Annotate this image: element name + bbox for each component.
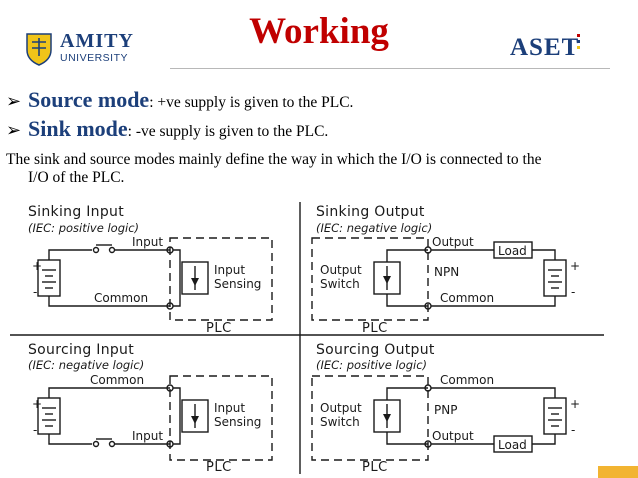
svg-text:-: - — [571, 423, 575, 437]
svg-text:Sensing: Sensing — [214, 415, 261, 429]
header-divider — [170, 68, 610, 69]
bullet-sink-mode: ➢ Sink mode: -ve supply is given to the P… — [6, 116, 328, 142]
svg-text:-: - — [33, 285, 37, 299]
arrow-bullet-icon: ➢ — [6, 120, 22, 141]
svg-text:PLC: PLC — [206, 460, 232, 475]
aset-decoration-icon — [577, 34, 580, 49]
body-paragraph: The sink and source modes mainly define … — [6, 151, 632, 187]
panel-subtitle: (IEC: negative logic) — [316, 221, 432, 235]
sink-source-diagram: Sinking Input (IEC: positive logic) + - … — [10, 202, 604, 475]
bullet-description: : +ve supply is given to the PLC. — [149, 94, 354, 111]
battery-icon: + - — [32, 259, 61, 299]
svg-text:Input: Input — [214, 263, 245, 277]
svg-text:+: + — [32, 397, 42, 411]
svg-text:Common: Common — [440, 373, 494, 387]
svg-text:Output: Output — [320, 401, 362, 415]
university-crest-icon — [26, 33, 52, 66]
bullet-source-mode: ➢ Source mode: +ve supply is given to the… — [6, 87, 353, 113]
panel-title: Sinking Output — [316, 204, 425, 220]
svg-text:Input: Input — [132, 429, 163, 443]
svg-text:Switch: Switch — [320, 277, 360, 291]
svg-text:NPN: NPN — [434, 265, 459, 279]
svg-text:Output: Output — [432, 235, 474, 249]
bullet-term: Sink mode — [28, 116, 128, 141]
battery-icon: + - — [543, 259, 580, 299]
arrow-bullet-icon: ➢ — [6, 91, 22, 112]
logo-name: AMITY — [60, 30, 134, 52]
aset-brand: ASET — [510, 34, 580, 61]
panel-sinking-output: Sinking Output (IEC: negative logic) Out… — [311, 204, 580, 336]
battery-icon: + - — [32, 397, 61, 437]
svg-text:-: - — [571, 285, 575, 299]
slide-title: Working — [249, 11, 389, 52]
panel-subtitle: (IEC: positive logic) — [28, 221, 139, 235]
svg-text:Input: Input — [132, 235, 163, 249]
paragraph-line-1: The sink and source modes mainly define … — [6, 151, 542, 168]
panel-sourcing-input: Sourcing Input (IEC: negative logic) Com… — [28, 342, 273, 475]
panel-sinking-input: Sinking Input (IEC: positive logic) + - … — [28, 204, 273, 336]
panel-sourcing-output: Sourcing Output (IEC: positive logic) Ou… — [311, 342, 580, 475]
logo-subtitle: UNIVERSITY — [60, 52, 129, 64]
amity-logo: AMITY UNIVERSITY — [24, 28, 174, 72]
svg-text:Input: Input — [214, 401, 245, 415]
svg-text:PLC: PLC — [206, 321, 232, 336]
svg-text:-: - — [33, 423, 37, 437]
svg-text:Common: Common — [94, 291, 148, 305]
svg-text:Switch: Switch — [320, 415, 360, 429]
panel-title: Sourcing Input — [28, 342, 134, 358]
svg-text:+: + — [570, 397, 580, 411]
svg-text:Output: Output — [432, 429, 474, 443]
svg-text:PLC: PLC — [362, 460, 388, 475]
bullet-term: Source mode — [28, 87, 150, 112]
battery-icon: + - — [543, 397, 580, 437]
svg-text:+: + — [32, 259, 42, 273]
svg-text:+: + — [570, 259, 580, 273]
panel-title: Sinking Input — [28, 204, 124, 220]
svg-text:Output: Output — [320, 263, 362, 277]
svg-text:Sensing: Sensing — [214, 277, 261, 291]
paragraph-line-2: I/O of the PLC. — [28, 169, 125, 186]
svg-text:PNP: PNP — [434, 403, 457, 417]
bullet-description: : -ve supply is given to the PLC. — [127, 123, 329, 140]
svg-text:Load: Load — [498, 438, 527, 452]
panel-subtitle: (IEC: negative logic) — [28, 358, 144, 372]
panel-title: Sourcing Output — [316, 342, 435, 358]
svg-text:Common: Common — [90, 373, 144, 387]
panel-subtitle: (IEC: positive logic) — [316, 358, 427, 372]
corner-accent — [598, 466, 638, 478]
svg-text:Load: Load — [498, 244, 527, 258]
svg-text:PLC: PLC — [362, 321, 388, 336]
svg-text:Common: Common — [440, 291, 494, 305]
